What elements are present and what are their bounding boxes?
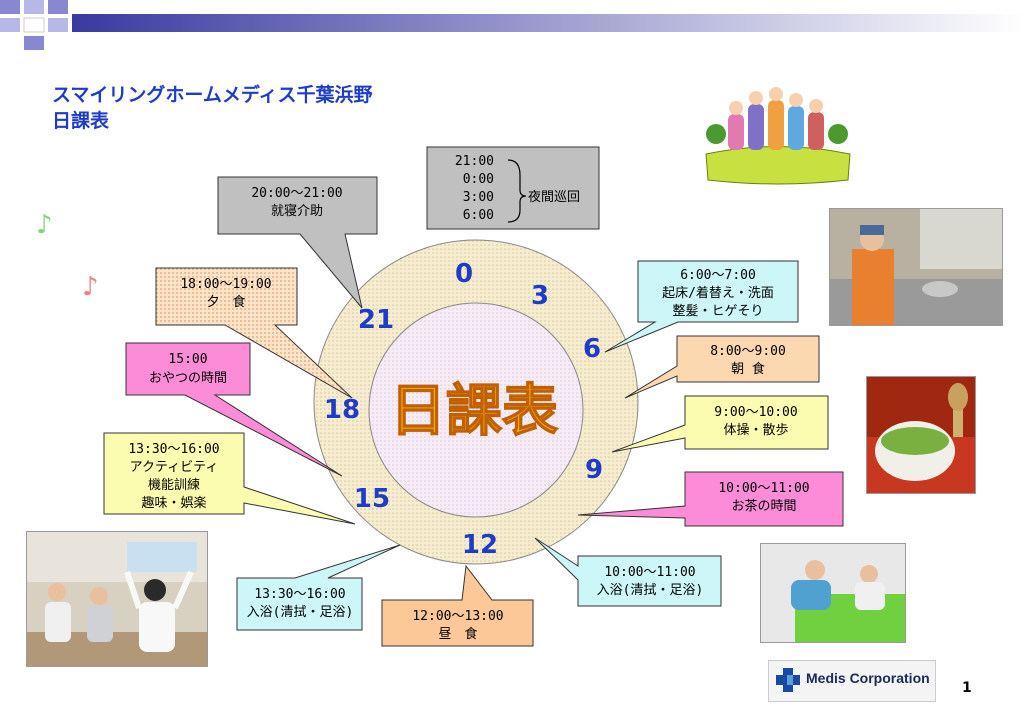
- svg-text:20:00～21:00: 20:00～21:00: [251, 186, 342, 201]
- svg-text:おやつの時間: おやつの時間: [149, 371, 227, 386]
- svg-text:夕 食: 夕 食: [206, 294, 245, 310]
- callout-breakfast: 8:00～9:00 朝 食: [624, 335, 820, 399]
- svg-text:10:00～11:00: 10:00～11:00: [718, 481, 809, 496]
- svg-text:入浴(清拭・足浴): 入浴(清拭・足浴): [597, 583, 704, 598]
- svg-text:21:00: 21:00: [455, 154, 494, 169]
- svg-text:起床/着替え・洗面: 起床/着替え・洗面: [662, 285, 774, 301]
- svg-text:13:30～16:00: 13:30～16:00: [128, 442, 219, 457]
- callout-wakeup: 6:00～7:00 起床/着替え・洗面 整髪・ヒゲそり: [604, 260, 799, 353]
- callout-bath-afternoon: 13:30～16:00 入浴(清拭・足浴): [236, 544, 401, 631]
- header-gradient-bar: [0, 0, 1024, 50]
- title-line-1: スマイリングホームメディス千葉浜野: [52, 84, 373, 106]
- svg-text:昼 食: 昼 食: [438, 626, 477, 642]
- matcha-tea-photo: [866, 376, 976, 494]
- callout-tea: 10:00～11:00 お茶の時間: [577, 471, 844, 527]
- svg-text:アクティビティ: アクティビティ: [130, 460, 219, 475]
- clock-number-0: 0: [455, 259, 473, 289]
- svg-text:就寝介助: 就寝介助: [271, 203, 323, 219]
- medis-cross-icon: [776, 668, 800, 692]
- svg-text:6:00～7:00: 6:00～7:00: [680, 268, 756, 283]
- page-number: 1: [962, 680, 972, 696]
- svg-text:体操・散歩: 体操・散歩: [723, 422, 788, 438]
- svg-text:入浴(清拭・足浴): 入浴(清拭・足浴): [247, 605, 354, 620]
- svg-text:夜間巡回: 夜間巡回: [528, 190, 580, 205]
- clock-number-3: 3: [531, 281, 549, 311]
- callout-bedtime: 20:00～21:00 就寝介助: [217, 176, 378, 309]
- svg-text:15:00: 15:00: [168, 352, 207, 367]
- svg-text:3:00: 3:00: [463, 190, 494, 205]
- clock-number-9: 9: [585, 455, 603, 485]
- music-note-icon: ♪: [82, 272, 99, 302]
- clock-number-18: 18: [324, 395, 360, 425]
- clock-inner-ring: [368, 302, 584, 518]
- svg-text:12:00～13:00: 12:00～13:00: [412, 609, 503, 624]
- svg-text:朝 食: 朝 食: [731, 361, 765, 377]
- activity-photo: [26, 531, 208, 667]
- bath-photo: [760, 543, 906, 643]
- svg-text:整髪・ヒゲそり: 整髪・ヒゲそり: [672, 304, 763, 319]
- callout-dinner: 18:00～19:00 夕 食: [155, 267, 353, 399]
- callout-snack: 15:00 おやつの時間: [125, 342, 343, 477]
- center-label: 日課表: [390, 379, 558, 444]
- svg-text:8:00～9:00: 8:00～9:00: [710, 344, 786, 359]
- svg-text:機能訓練: 機能訓練: [148, 477, 200, 493]
- clock-number-21: 21: [358, 305, 394, 335]
- kitchen-photo: [829, 208, 1003, 326]
- svg-text:趣味・娯楽: 趣味・娯楽: [141, 495, 206, 511]
- page-title: スマイリングホームメディス千葉浜野 日課表: [52, 82, 373, 134]
- callout-bath-morning: 10:00～11:00 入浴(清拭・足浴): [534, 537, 722, 607]
- callout-lunch: 12:00～13:00 昼 食: [381, 564, 534, 647]
- svg-text:10:00～11:00: 10:00～11:00: [604, 565, 695, 580]
- callout-exercise: 9:00～10:00 体操・散歩: [611, 395, 829, 453]
- clock-number-15: 15: [354, 484, 390, 514]
- callout-activity: 13:30～16:00 アクティビティ 機能訓練 趣味・娯楽: [103, 432, 356, 525]
- callout-night-patrol: 21:00 0:00 3:00 6:00 夜間巡回: [426, 146, 600, 230]
- residents-illustration: [705, 87, 851, 185]
- company-logo-text: Medis Corporation: [806, 670, 930, 686]
- svg-text:9:00～10:00: 9:00～10:00: [714, 405, 797, 420]
- clock-number-6: 6: [583, 334, 601, 364]
- svg-text:18:00～19:00: 18:00～19:00: [180, 277, 271, 292]
- music-note-icon: ♪: [36, 210, 53, 240]
- svg-text:0:00: 0:00: [463, 172, 494, 187]
- svg-text:お茶の時間: お茶の時間: [731, 498, 796, 514]
- svg-text:6:00: 6:00: [463, 208, 494, 223]
- title-line-2: 日課表: [52, 110, 110, 132]
- clock-number-12: 12: [462, 530, 498, 560]
- svg-text:13:30～16:00: 13:30～16:00: [254, 587, 345, 602]
